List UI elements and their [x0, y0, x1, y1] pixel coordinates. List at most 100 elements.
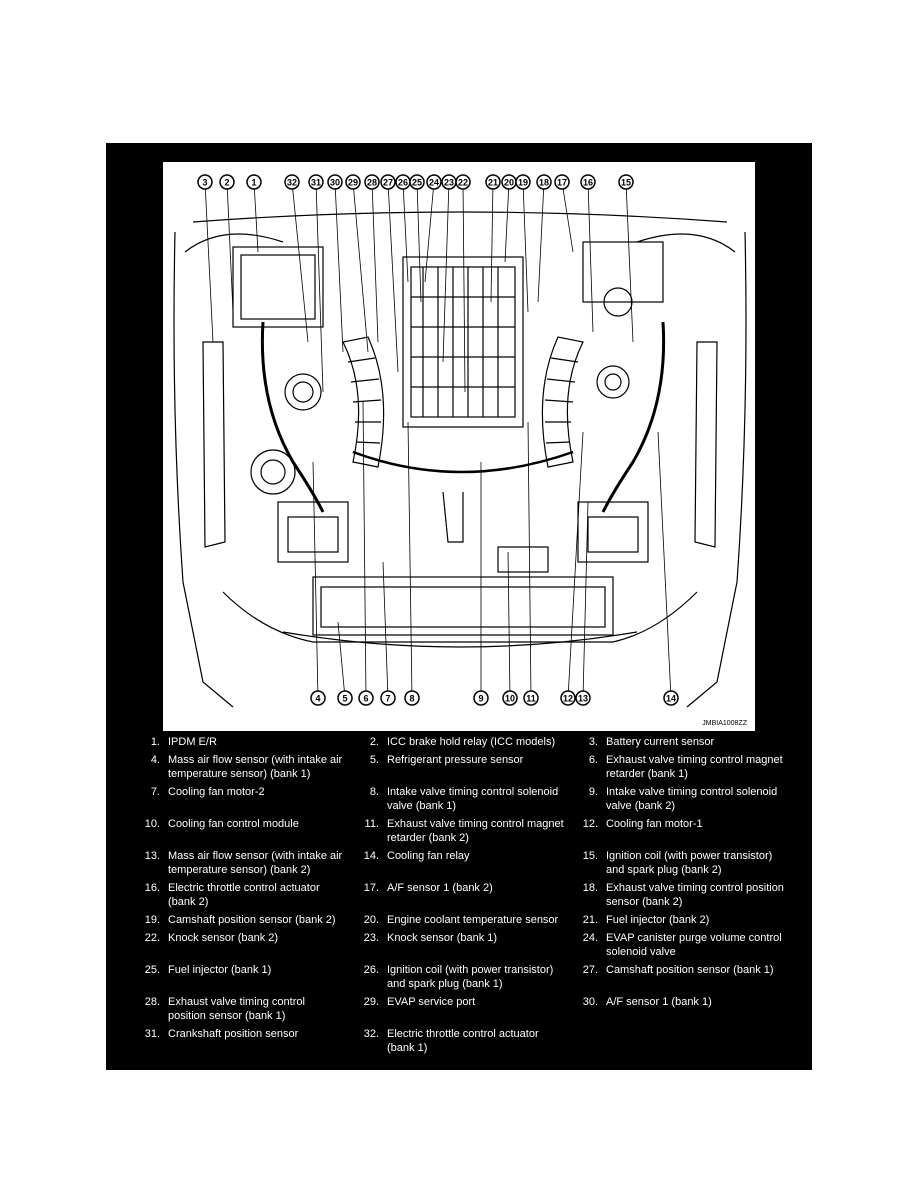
legend-text: Electric throttle control actuator (bank… [168, 882, 320, 908]
callout-number: 14 [666, 694, 676, 704]
callout-number: 10 [505, 694, 515, 704]
callout-circle [473, 690, 489, 706]
legend-number: 26. [363, 964, 379, 976]
legend-number: 10. [144, 818, 160, 830]
legend-item: 13.Mass air flow sensor (with intake air… [130, 849, 349, 877]
callout-number: 11 [526, 694, 536, 704]
legend-item: 23.Knock sensor (bank 1) [349, 931, 568, 959]
legend-item: 12.Cooling fan motor-1 [568, 817, 790, 845]
callout-circle [337, 690, 353, 706]
legend-text: A/F sensor 1 (bank 1) [606, 996, 712, 1008]
legend-number: 31. [144, 1028, 160, 1040]
legend-item: 10. Cooling fan control module [130, 817, 349, 845]
legend-row: 10. Cooling fan control module 11.Exhaust … [130, 817, 790, 845]
legend-number: 25. [144, 964, 160, 976]
legend-text: Crankshaft position sensor [168, 1028, 299, 1040]
legend-item: 3.Battery current sensor [568, 735, 790, 749]
callout-number: 1 [251, 178, 256, 188]
legend-number: 30. [582, 996, 598, 1008]
legend-item: 4. Mass air flow sensor (with intake air … [130, 753, 349, 781]
callout-circle [404, 690, 420, 706]
legend-text: Cooling fan motor-1 [606, 818, 703, 830]
callout-circle [345, 174, 361, 190]
callout-number: 29 [348, 178, 358, 188]
legend-text: Battery current sensor [606, 736, 715, 748]
callout-circle [308, 174, 324, 190]
callout-circle [618, 174, 634, 190]
legend-row: 16.Electric throttle control actuator (b… [130, 881, 790, 909]
legend-number: 20. [363, 914, 379, 926]
legend-item: 5.Refrigerant pressure sensor [349, 753, 568, 781]
legend-number: 11. [364, 818, 379, 830]
legend-number: 13. [144, 850, 160, 862]
callout-number: 20 [504, 178, 514, 188]
legend-item: 24.EVAP canister purge volume control so… [568, 931, 790, 959]
legend-item: 26. Ignition coil (with power transistor)… [349, 963, 568, 991]
legend-item: 19.Camshaft position sensor (bank 2) [130, 913, 349, 927]
legend-item: 21. Fuel injector (bank 2) [568, 913, 790, 927]
callout-number: 7 [385, 694, 390, 704]
legend-text: Exhaust valve timing control magnet reta… [606, 754, 783, 780]
legend-text: Cooling fan relay [387, 850, 470, 862]
callout-circle [554, 174, 570, 190]
callout-circle [284, 174, 300, 190]
callout-number: 28 [367, 178, 377, 188]
callout-number: 6 [363, 694, 368, 704]
legend-item: 20. Engine coolant temperature sensor [349, 913, 568, 927]
callout-number: 23 [444, 178, 454, 188]
legend-text: Knock sensor (bank 2) [168, 932, 279, 944]
legend-text: EVAP service port [387, 996, 476, 1008]
callout-circle [426, 174, 442, 190]
callout-number: 15 [621, 178, 631, 188]
legend-item: 16.Electric throttle control actuator (b… [130, 881, 349, 909]
callout-number: 5 [342, 694, 347, 704]
legend-text: EVAP canister purge volume control solen… [606, 932, 782, 958]
legend-number: 21. [582, 914, 598, 926]
callout-circle [409, 174, 425, 190]
callout-circle [455, 174, 471, 190]
legend-number: 2. [369, 736, 379, 748]
callout-number: 31 [311, 178, 321, 188]
legend-text: Fuel injector (bank 2) [606, 914, 710, 926]
image-code: JMBIA1008ZZ [702, 720, 747, 727]
callout-circle [219, 174, 235, 190]
legend-text: Camshaft position sensor (bank 2) [168, 914, 336, 926]
callout-circle [663, 690, 679, 706]
legend-text: Cooling fan control module [168, 818, 299, 830]
callout-number: 32 [287, 178, 297, 188]
callout-circle [380, 690, 396, 706]
legend-number: 29. [363, 996, 379, 1008]
legend-text: Mass air flow sensor (with intake air te… [168, 754, 343, 780]
legend-item: 29. EVAP service port [349, 995, 568, 1023]
legend-text: Intake valve timing control solenoid val… [387, 786, 559, 812]
callout-circle [310, 690, 326, 706]
legend-number: 4. [150, 754, 160, 766]
legend-row: 13.Mass air flow sensor (with intake air… [130, 849, 790, 877]
legend-row: 22.Knock sensor (bank 2)23.Knock sensor … [130, 931, 790, 959]
callout-number: 12 [563, 694, 573, 704]
legend-text: Ignition coil (with power transistor) an… [387, 964, 554, 990]
legend-item: 11.Exhaust valve timing control magnet r… [349, 817, 568, 845]
legend-text: Fuel injector (bank 1) [168, 964, 272, 976]
callout-circle [246, 174, 262, 190]
callout-circle [327, 174, 343, 190]
callout-circle [502, 690, 518, 706]
callout-circle [580, 174, 596, 190]
legend-item: 18.Exhaust valve timing control position… [568, 881, 790, 909]
legend-item: 8. Intake valve timing control solenoid v… [349, 785, 568, 813]
callout-number: 8 [409, 694, 414, 704]
legend-number: 17. [363, 882, 379, 894]
callout-number: 13 [578, 694, 588, 704]
callout-number: 16 [583, 178, 593, 188]
legend-text: Knock sensor (bank 1) [387, 932, 498, 944]
legend-row: 19.Camshaft position sensor (bank 2) 20. E… [130, 913, 790, 927]
callout-number: 4 [315, 694, 320, 704]
legend-text: Exhaust valve timing control position se… [168, 996, 305, 1022]
legend-row: 4. Mass air flow sensor (with intake air … [130, 753, 790, 781]
legend-text: Engine coolant temperature sensor [387, 914, 559, 926]
legend-text: IPDM E/R [168, 736, 217, 748]
legend-number: 8. [369, 786, 379, 798]
